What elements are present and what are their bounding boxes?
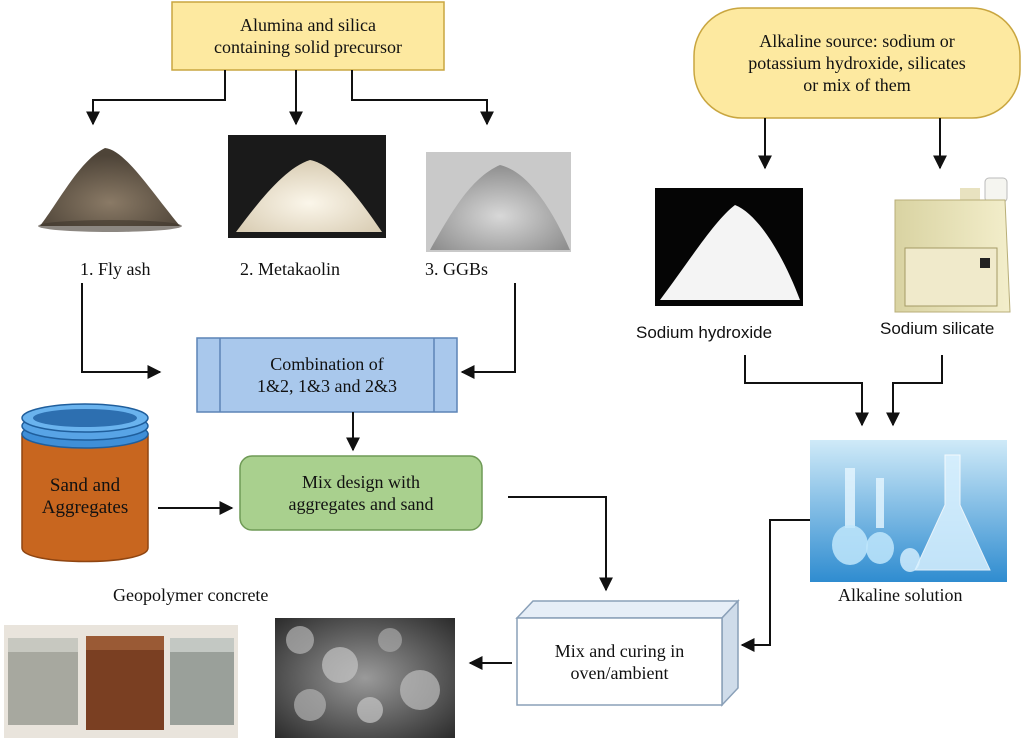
combination-arrows bbox=[81, 283, 516, 452]
sand-line2: Aggregates bbox=[41, 497, 129, 518]
alkaline-source-line3: or mix of them bbox=[803, 75, 911, 95]
alkaline-source-label: Alkaline source: sodium or potassium hyd… bbox=[694, 8, 1020, 118]
alkaline-source-line1: Alkaline source: sodium or bbox=[759, 31, 955, 51]
precursor-box bbox=[171, 1, 445, 71]
sodium-hydroxide-image bbox=[655, 188, 803, 306]
fly-ash-label: 1. Fly ash bbox=[80, 259, 151, 279]
alkaline-solution-label: Alkaline solution bbox=[838, 585, 963, 605]
concrete-cubes-image bbox=[4, 625, 238, 738]
precursor-arrows bbox=[86, 70, 494, 126]
metakaolin-label: 2. Metakaolin bbox=[240, 259, 340, 279]
alkaline-arrows bbox=[758, 118, 947, 170]
solution-to-curing-arrow bbox=[740, 519, 810, 652]
mix-design-box bbox=[239, 455, 483, 531]
fly-ash-image bbox=[38, 148, 182, 232]
geopolymer-concrete-label: Geopolymer concrete bbox=[113, 585, 269, 605]
combination-box bbox=[196, 337, 458, 413]
ggbs-image bbox=[426, 152, 571, 252]
mix-design-line2: aggregates and sand bbox=[288, 494, 434, 514]
sand-line1: Sand and bbox=[49, 475, 121, 496]
combination-line2: 1&2, 1&3 and 2&3 bbox=[257, 376, 397, 396]
curing-line1: Mix and curing in bbox=[554, 640, 685, 661]
sand-cylinder bbox=[21, 403, 149, 563]
mix-design-line1: Mix design with bbox=[301, 472, 420, 492]
curing-line2: oven/ambient bbox=[570, 662, 669, 683]
sodium-silicate-image bbox=[894, 177, 1011, 313]
precursor-title-line2: containing solid precursor bbox=[214, 37, 402, 57]
mix-design-label: Mix design with aggregates and sand bbox=[240, 456, 482, 530]
curing-box bbox=[515, 599, 740, 707]
alkaline-source-box bbox=[693, 7, 1021, 119]
sodium-silicate-label: Sodium silicate bbox=[880, 319, 995, 338]
combination-label: Combination of 1&2, 1&3 and 2&3 bbox=[220, 338, 434, 412]
sodium-hydroxide-label: Sodium hydroxide bbox=[636, 323, 773, 342]
precursor-title-line1: Alumina and silica bbox=[240, 15, 376, 35]
metakaolin-image bbox=[228, 135, 386, 238]
sem-image bbox=[275, 618, 455, 738]
alkaline-solution-image bbox=[810, 440, 1007, 582]
ggbs-label: 3. GGBs bbox=[425, 259, 489, 279]
mix-to-curing-arrow bbox=[508, 496, 613, 592]
sand-label: Sand and Aggregates bbox=[22, 466, 148, 528]
chemical-arrows bbox=[744, 355, 943, 427]
combination-line1: Combination of bbox=[270, 354, 384, 374]
alkaline-source-line2: potassium hydroxide, silicates bbox=[748, 53, 966, 73]
curing-label: Mix and curing in oven/ambient bbox=[517, 618, 722, 705]
precursor-label: Alumina and silica containing solid prec… bbox=[172, 2, 444, 70]
